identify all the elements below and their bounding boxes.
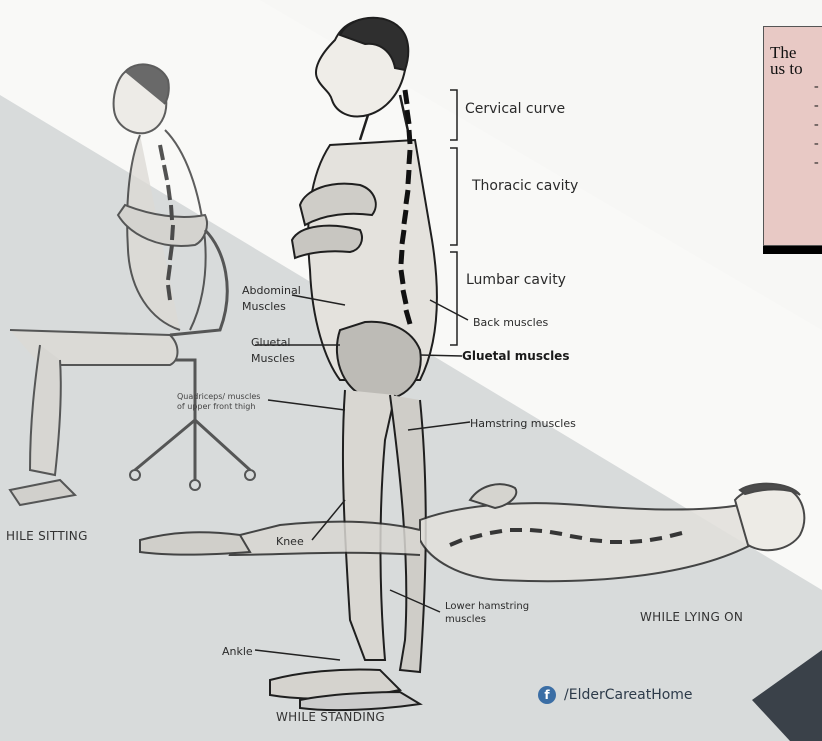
info-box-shadow: The us to - - - - - [763,26,822,254]
label-gluetal-muscles-right: Gluetal muscles [462,348,569,364]
label-gluetal-muscles-left: Gluetal Muscles [251,335,295,367]
info-box-bullet: - [770,96,822,115]
label-abdominal-muscles: Abdominal Muscles [242,283,301,315]
label-lower-hamstring: Lower hamstring muscles [445,600,529,626]
info-box-bullet: - [770,153,822,172]
facebook-icon: f [538,686,556,704]
caption-while-standing: WHILE STANDING [276,709,385,725]
facebook-link[interactable]: f /ElderCareatHome [538,686,693,704]
label-lumbar-cavity: Lumbar cavity [466,272,566,288]
facebook-handle: /ElderCareatHome [564,687,693,703]
info-box-bullet: - [770,134,822,153]
label-ankle: Ankle [222,644,253,660]
caption-while-lying: WHILE LYING ON [640,609,743,625]
label-quadriceps: Quadriceps/ muscles of upper front thigh [177,392,260,412]
info-box-bullet: - [770,77,822,96]
label-hamstring-muscles: Hamstring muscles [470,416,576,432]
label-back-muscles: Back muscles [473,315,548,331]
info-box-bullet: - [770,115,822,134]
label-thoracic-cavity: Thoracic cavity [472,178,578,194]
info-box: The us to - - - - - [763,26,822,246]
label-knee: Knee [276,534,304,550]
label-cervical-curve: Cervical curve [465,101,565,117]
caption-while-sitting: HILE SITTING [6,528,88,544]
info-box-line-2: us to [770,61,822,77]
